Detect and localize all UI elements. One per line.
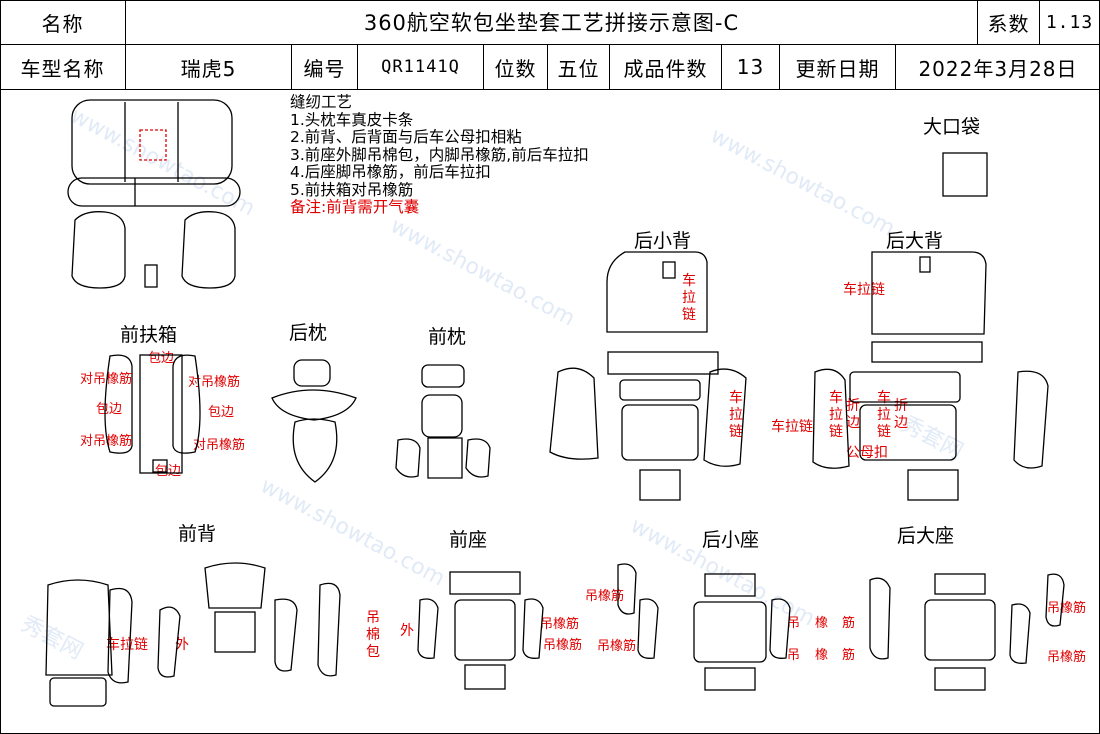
annotation-hang-elastic: 吊橡筋 xyxy=(1047,650,1087,665)
name-label: 名称 xyxy=(0,0,126,45)
annotation-zipper: 车拉链 xyxy=(843,282,885,298)
rear-headrest-pieces xyxy=(271,359,357,483)
code-label: 编号 xyxy=(292,45,358,90)
annotation-hang-elastic: 吊橡筋 xyxy=(597,639,637,654)
process-step: 4.后座脚吊橡筋，前后车拉扣 xyxy=(290,163,491,181)
date-label: 更新日期 xyxy=(780,45,896,90)
seats-label: 位数 xyxy=(484,45,548,90)
annotation-snap: 公母扣 xyxy=(846,445,888,461)
annotation-tendon: 筋 xyxy=(842,616,856,631)
model-label: 车型名称 xyxy=(0,45,126,90)
annotation-hang-elastic: 吊橡筋 xyxy=(540,617,580,632)
annotation-zipper: 车拉链 xyxy=(729,390,743,440)
annotation-elastic: 对吊橡筋 xyxy=(80,372,133,387)
annotation-edge-binding: 包边 xyxy=(208,405,235,420)
front-armrest-pieces xyxy=(104,354,201,474)
annotation-elastic: 对吊橡筋 xyxy=(80,434,133,449)
annotation-hang: 吊 xyxy=(787,648,801,663)
coef-value: 1.13 xyxy=(1040,0,1100,45)
code-value: QR1141Q xyxy=(358,45,484,90)
model-value: 瑞虎5 xyxy=(126,45,292,90)
label-front-back: 前背 xyxy=(178,523,217,545)
annotation-edge-binding: 包边 xyxy=(155,464,182,479)
label-rear-headrest: 后枕 xyxy=(289,322,328,344)
pieces-value: 13 xyxy=(722,45,780,90)
label-rear-big-back: 后大背 xyxy=(886,230,944,252)
annotation-hang-elastic: 吊橡筋 xyxy=(1047,601,1087,616)
process-notes: 缝纫工艺 1.头枕车真皮卡条 2.前背、后背面与后车公母扣相粘 3.前座外脚吊棉… xyxy=(290,93,589,217)
pattern-diagram xyxy=(45,99,1065,707)
process-remark: 备注:前背需开气囊 xyxy=(290,198,420,216)
front-headrest-pieces xyxy=(395,364,491,479)
annotation-outer: 外 xyxy=(400,623,414,639)
rear-small-back-pieces xyxy=(549,251,747,501)
annotation-zipper: 车拉链 xyxy=(771,419,813,435)
annotation-hang-elastic: 吊橡筋 xyxy=(585,589,625,604)
label-rear-small-back: 后小背 xyxy=(634,230,692,252)
annotation-fold-edge: 折边 xyxy=(846,398,860,431)
seats-value: 五位 xyxy=(548,45,610,90)
process-title: 缝纫工艺 xyxy=(290,93,353,111)
rear-big-back-pieces xyxy=(812,251,1049,501)
annotation-hang-cotton: 吊棉包 xyxy=(366,610,380,660)
annotation-zipper: 车拉链 xyxy=(682,273,696,323)
annotation-outer: 外 xyxy=(175,637,189,653)
page-title: 360航空软包坐垫套工艺拼接示意图-C xyxy=(126,0,978,45)
annotation-elastic: 对吊橡筋 xyxy=(193,438,246,453)
pieces-label: 成品件数 xyxy=(610,45,722,90)
annotation-elastic: 对吊橡筋 xyxy=(188,375,241,390)
annotation-rubber: 橡 xyxy=(815,648,829,663)
big-bag-piece xyxy=(942,152,988,197)
annotation-zipper: 车拉链 xyxy=(106,637,148,653)
front-seat-pieces xyxy=(417,571,544,690)
date-value: 2022年3月28日 xyxy=(896,45,1100,90)
annotation-hang-elastic: 吊橡筋 xyxy=(543,638,583,653)
seat-overview xyxy=(67,99,241,289)
rear-small-seat-pieces xyxy=(617,563,791,691)
rear-big-seat-pieces xyxy=(869,573,1065,691)
label-front-headrest: 前枕 xyxy=(428,326,467,348)
coef-label: 系数 xyxy=(978,0,1040,45)
annotation-rubber: 橡 xyxy=(815,616,829,631)
process-step: 3.前座外脚吊棉包，内脚吊橡筋,前后车拉扣 xyxy=(290,145,589,164)
label-front-seat: 前座 xyxy=(449,529,488,551)
label-rear-big-seat: 后大座 xyxy=(897,525,955,547)
annotation-edge-binding: 包边 xyxy=(96,402,123,417)
front-back-pieces xyxy=(45,562,341,707)
annotation-tendon: 筋 xyxy=(842,648,856,663)
header-table: 名称 360航空软包坐垫套工艺拼接示意图-C 系数 1.13 车型名称 瑞虎5 … xyxy=(0,0,1100,90)
label-front-armrest: 前扶箱 xyxy=(120,324,178,346)
process-step: 5.前扶箱对吊橡筋 xyxy=(290,180,414,199)
label-rear-small-seat: 后小座 xyxy=(702,529,760,551)
process-step: 1.头枕车真皮卡条 xyxy=(290,110,414,129)
label-big-bag: 大口袋 xyxy=(923,116,981,138)
annotation-hang: 吊 xyxy=(787,616,801,631)
process-step: 2.前背、后背面与后车公母扣相粘 xyxy=(290,128,522,146)
annotation-zipper: 车拉链 xyxy=(829,390,843,440)
